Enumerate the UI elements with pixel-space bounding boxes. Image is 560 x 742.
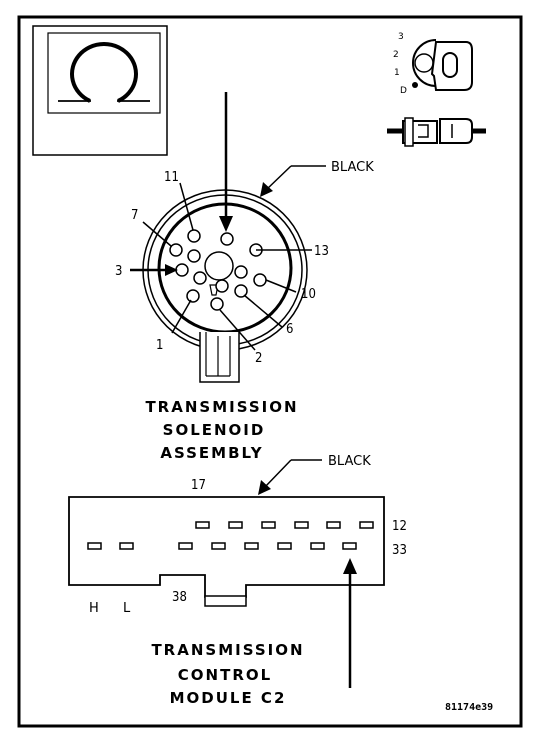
pin-label-l: L — [123, 601, 131, 616]
pin-label-7: 7 — [131, 208, 138, 223]
key-position-2: 2 — [393, 50, 399, 60]
pin-label-10: 10 — [301, 287, 316, 302]
pin-label-2: 2 — [255, 351, 262, 366]
key-position-3: 3 — [398, 32, 404, 42]
plug-connector-icon — [387, 117, 486, 147]
pin-label-3: 3 — [115, 264, 122, 279]
terminal-slot — [195, 521, 374, 529]
color-label-black: BLACK — [331, 160, 374, 175]
tcm-connector: BLACK 17 12 33 38 H L — [68, 454, 407, 688]
color-label-black-c2: BLACK — [328, 454, 371, 469]
key-switch-icon: 3 2 1 D — [393, 32, 473, 96]
figure-id: 81174e39 — [445, 702, 493, 713]
pin-label-6: 6 — [286, 322, 293, 337]
pin-label-h: H — [89, 601, 99, 616]
terminal-slot — [87, 542, 357, 550]
pin-label-38: 38 — [172, 590, 187, 605]
module-title-line2: CONTROL — [178, 666, 272, 684]
connector-symbol-icon — [58, 42, 150, 103]
key-position-1: 1 — [394, 68, 400, 78]
solenoid-connector: 11 7 3 1 2 6 10 13 BLACK — [115, 92, 374, 383]
pin-label-13: 13 — [314, 244, 329, 259]
solenoid-title-line3: ASSEMBLY — [160, 444, 263, 462]
key-position-d: D — [400, 86, 407, 96]
pin-label-17: 17 — [191, 478, 206, 493]
solenoid-title-line1: TRANSMISSION — [145, 398, 298, 416]
pin-label-12: 12 — [392, 519, 407, 534]
symbol-box — [32, 25, 168, 156]
pin-label-11: 11 — [164, 170, 179, 185]
pin-label-33: 33 — [392, 543, 407, 558]
solenoid-title-line2: SOLENOID — [163, 421, 266, 439]
pin-label-1: 1 — [156, 338, 163, 353]
module-title-line1: TRANSMISSION — [151, 641, 304, 659]
outer-frame — [17, 15, 523, 728]
module-title-line3: MODULE C2 — [170, 689, 287, 707]
